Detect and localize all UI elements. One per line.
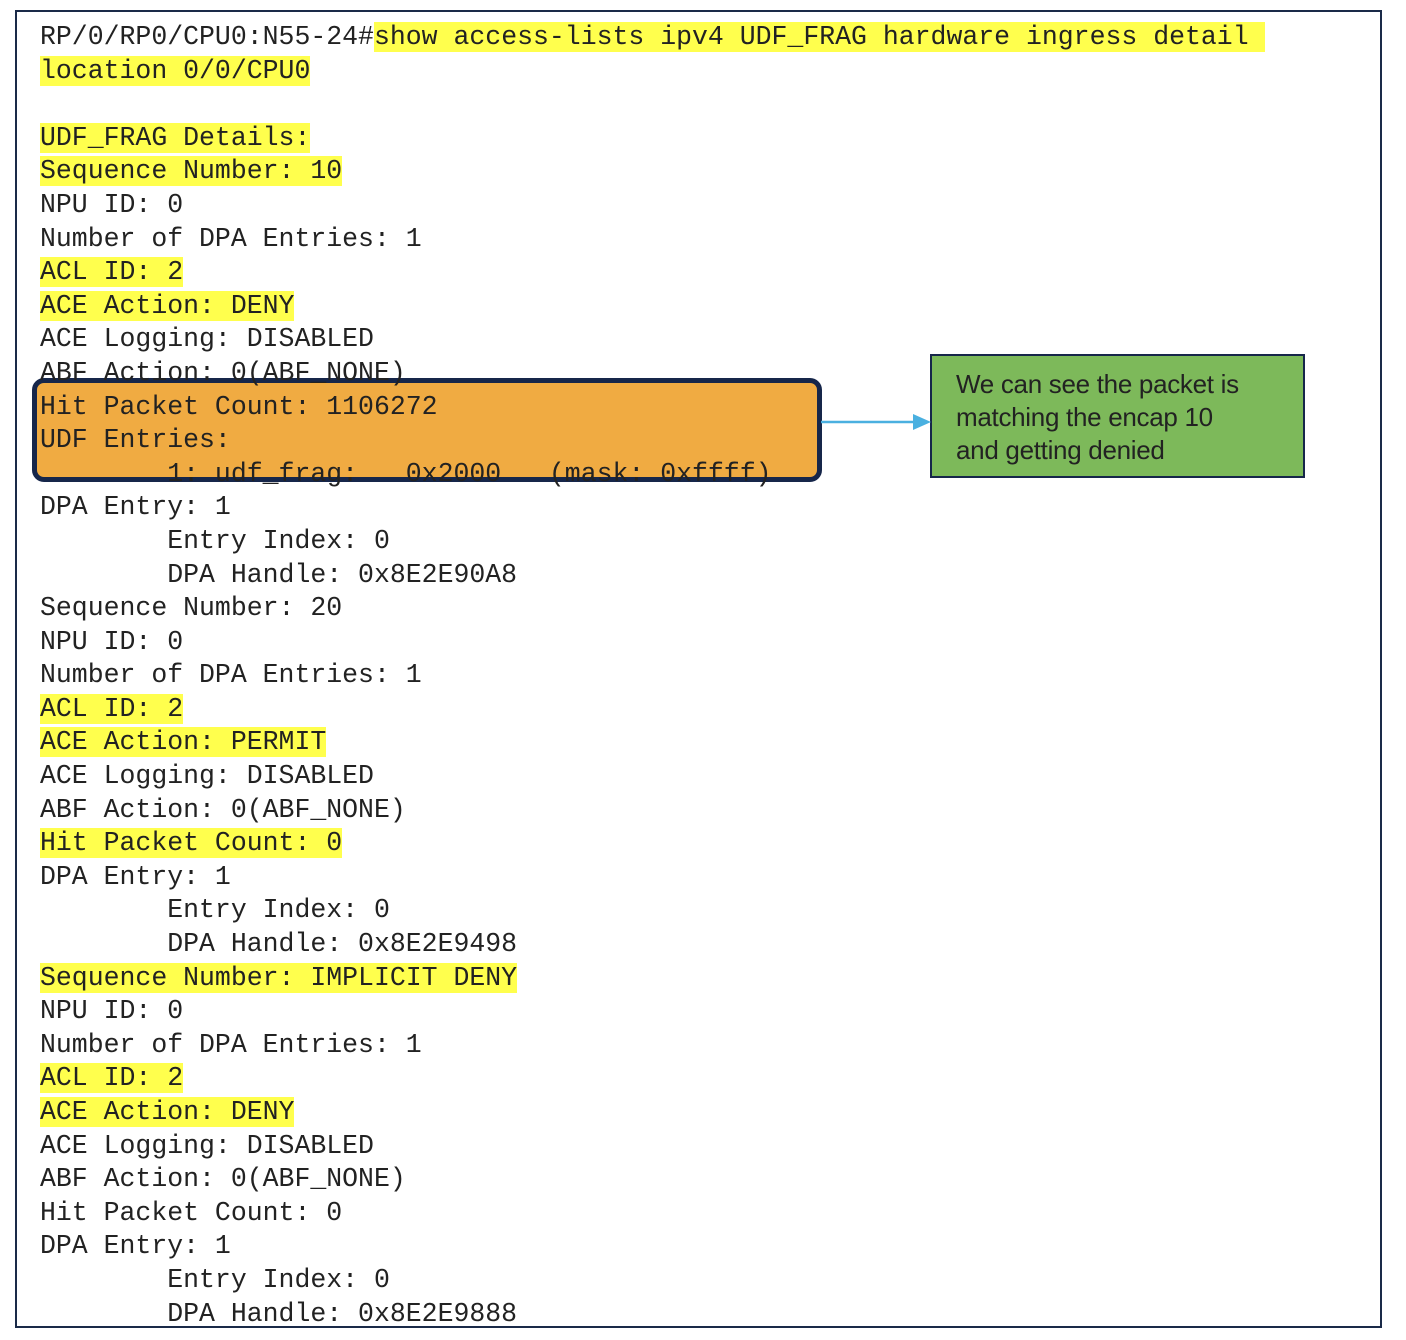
- terminal-line: ACE Logging: DISABLED: [40, 323, 1265, 357]
- highlighted-text: ACE Action: DENY: [40, 1097, 295, 1127]
- highlighted-text: Sequence Number: 10: [40, 156, 343, 187]
- highlighted-text: Sequence Number: IMPLICIT DENY: [40, 962, 518, 993]
- terminal-line: [40, 88, 1265, 122]
- terminal-text: Hit Packet Count: 1106272: [40, 391, 438, 422]
- terminal-line: UDF Entries:: [40, 424, 1265, 458]
- terminal-text: 1: udf_frag: 0x2000 (mask: 0xffff): [40, 458, 772, 489]
- annotation-line: and getting denied: [956, 435, 1165, 465]
- annotation-line: We can see the packet is: [956, 369, 1239, 399]
- terminal-text: ABF Action: 0(ABF_NONE): [40, 1164, 406, 1195]
- highlighted-text: ACE Action: PERMIT: [40, 727, 327, 758]
- terminal-line: 1: udf_frag: 0x2000 (mask: 0xffff): [40, 458, 1265, 492]
- arrow-icon: [821, 414, 931, 430]
- terminal-text: Sequence Number: 20: [40, 593, 343, 624]
- terminal-text: DPA Handle: 0x8E2E9498: [40, 929, 518, 960]
- highlighted-text: location 0/0/CPU0: [40, 55, 311, 86]
- terminal-line: DPA Entry: 1: [40, 1230, 1265, 1264]
- terminal-text: Hit Packet Count: 0: [40, 1197, 343, 1228]
- terminal-line: Hit Packet Count: 1106272: [40, 391, 1265, 425]
- terminal-text: NPU ID: 0: [40, 189, 184, 220]
- terminal-text: NPU ID: 0: [40, 996, 184, 1027]
- terminal-line: ACL ID: 2: [40, 693, 1265, 727]
- terminal-text: Number of DPA Entries: 1: [40, 1029, 422, 1060]
- terminal-line: ACE Action: DENY: [40, 290, 1265, 324]
- highlighted-text: ACL ID: 2: [40, 1063, 184, 1094]
- terminal-line: NPU ID: 0: [40, 995, 1265, 1029]
- terminal-line: Sequence Number: 20: [40, 592, 1265, 626]
- terminal-line: NPU ID: 0: [40, 626, 1265, 660]
- terminal-line: NPU ID: 0: [40, 189, 1265, 223]
- terminal-line: Entry Index: 0: [40, 525, 1265, 559]
- terminal-frame: [15, 10, 1382, 1328]
- terminal-line: ABF Action: 0(ABF_NONE): [40, 1163, 1265, 1197]
- terminal-line: Sequence Number: IMPLICIT DENY: [40, 962, 1265, 996]
- terminal-line: ABF Action: 0(ABF_NONE): [40, 357, 1265, 391]
- terminal-text: DPA Entry: 1: [40, 861, 231, 892]
- terminal-line: ACE Logging: DISABLED: [40, 760, 1265, 794]
- highlighted-text: Hit Packet Count: 0: [40, 828, 343, 859]
- highlighted-text: show access-lists ipv4 UDF_FRAG hardware…: [373, 22, 1265, 52]
- terminal-text: DPA Entry: 1: [40, 1231, 231, 1262]
- terminal-line: ACE Action: DENY: [40, 1096, 1265, 1130]
- terminal-text: Entry Index: 0: [40, 525, 390, 556]
- terminal-text: DPA Entry: 1: [40, 492, 231, 523]
- terminal-line: Entry Index: 0: [40, 1264, 1265, 1298]
- terminal-text: ABF Action: 0(ABF_NONE): [40, 357, 406, 388]
- terminal-text: ACE Logging: DISABLED: [40, 761, 374, 792]
- terminal-line: ACL ID: 2: [40, 1062, 1265, 1096]
- terminal-text: NPU ID: 0: [40, 626, 184, 657]
- terminal-line: DPA Handle: 0x8E2E9888: [40, 1298, 1265, 1332]
- highlighted-text: UDF_FRAG Details:: [40, 122, 311, 153]
- highlighted-text: ACL ID: 2: [40, 693, 184, 724]
- terminal-line: DPA Entry: 1: [40, 491, 1265, 525]
- terminal-line: Sequence Number: 10: [40, 155, 1265, 189]
- terminal-text: ABF Action: 0(ABF_NONE): [40, 794, 406, 825]
- highlighted-text: ACL ID: 2: [40, 257, 184, 288]
- terminal-line: ABF Action: 0(ABF_NONE): [40, 794, 1265, 828]
- terminal-text: RP/0/RP0/CPU0:N55-24#: [40, 22, 374, 52]
- terminal-text: ACE Logging: DISABLED: [40, 324, 374, 355]
- terminal-text: Number of DPA Entries: 1: [40, 660, 422, 691]
- terminal-line: RP/0/RP0/CPU0:N55-24#show access-lists i…: [40, 21, 1265, 55]
- terminal-line: location 0/0/CPU0: [40, 55, 1265, 89]
- terminal-text: ACE Logging: DISABLED: [40, 1130, 374, 1161]
- terminal-text: DPA Handle: 0x8E2E9888: [40, 1298, 518, 1329]
- terminal-line: ACL ID: 2: [40, 256, 1265, 290]
- annotation-line: matching the encap 10: [956, 402, 1213, 432]
- terminal-line: Number of DPA Entries: 1: [40, 223, 1265, 257]
- highlighted-text: ACE Action: DENY: [40, 290, 295, 321]
- annotation-note: We can see the packet is matching the en…: [930, 354, 1305, 478]
- terminal-text: DPA Handle: 0x8E2E90A8: [40, 559, 518, 590]
- terminal-line: ACE Logging: DISABLED: [40, 1130, 1265, 1164]
- terminal-line: DPA Handle: 0x8E2E90A8: [40, 559, 1265, 593]
- terminal-line: Entry Index: 0: [40, 894, 1265, 928]
- terminal-line: UDF_FRAG Details:: [40, 122, 1265, 156]
- terminal-line: Hit Packet Count: 0: [40, 1197, 1265, 1231]
- highlight-callout-box: [32, 378, 822, 482]
- terminal-line: Number of DPA Entries: 1: [40, 659, 1265, 693]
- terminal-text: Entry Index: 0: [40, 895, 390, 926]
- terminal-text: UDF Entries:: [40, 425, 231, 456]
- terminal-line: Number of DPA Entries: 1: [40, 1029, 1265, 1063]
- terminal-line: DPA Entry: 1: [40, 861, 1265, 895]
- terminal-text: Entry Index: 0: [40, 1264, 390, 1295]
- terminal-line: DPA Handle: 0x8E2E9498: [40, 928, 1265, 962]
- terminal-line: Hit Packet Count: 0: [40, 827, 1265, 861]
- terminal-line: ACE Action: PERMIT: [40, 726, 1265, 760]
- terminal-output: RP/0/RP0/CPU0:N55-24#show access-lists i…: [40, 21, 1265, 1331]
- terminal-text: Number of DPA Entries: 1: [40, 223, 422, 254]
